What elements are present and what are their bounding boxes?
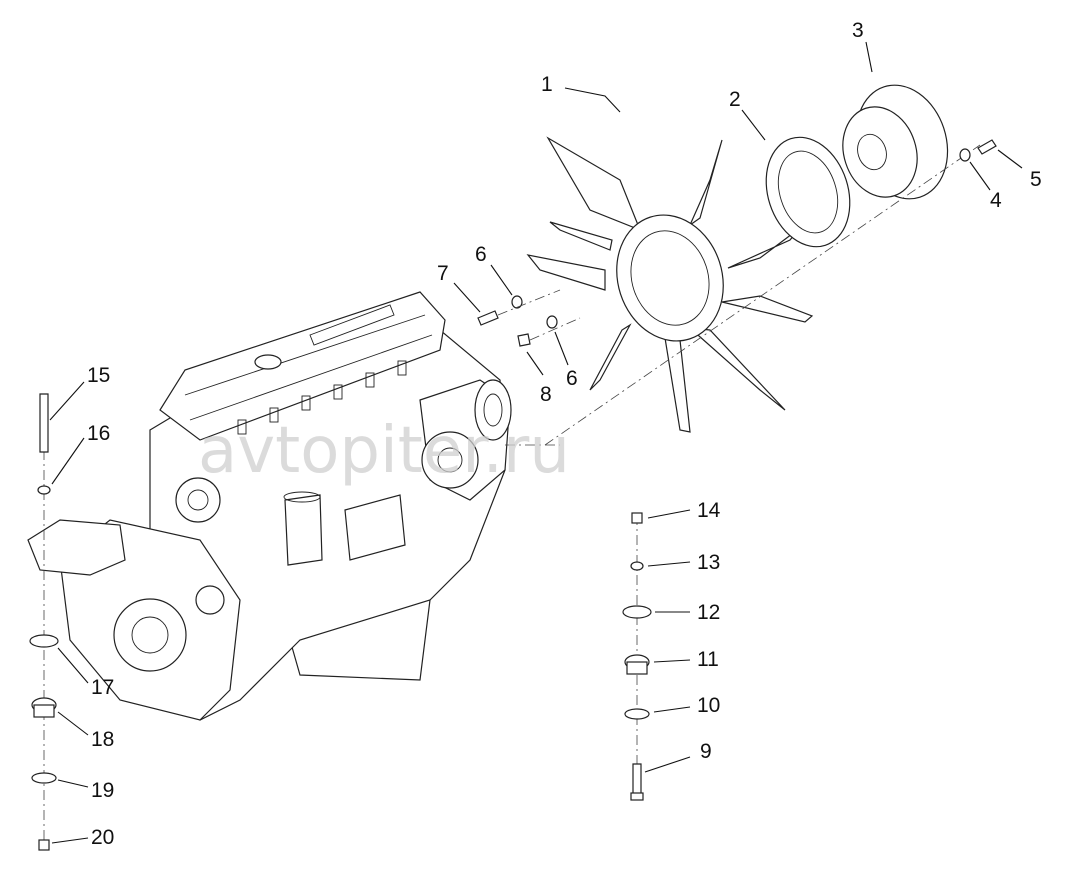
callout-6a: 6	[475, 243, 487, 266]
callout-18: 18	[91, 728, 114, 751]
leader-lines	[49, 41, 1023, 844]
callout-7: 7	[437, 262, 449, 285]
fan-clutch	[842, 84, 949, 200]
callout-5: 5	[1030, 168, 1042, 191]
callout-labels: 1 2 3 4 5 6 6 7 8 9 10 11 12 13 14 15 16…	[87, 19, 1042, 849]
callout-6b: 6	[566, 367, 578, 390]
callout-19: 19	[91, 779, 114, 802]
engine-assembly	[27, 291, 560, 850]
callout-3: 3	[852, 19, 864, 42]
fan-axis-line	[544, 144, 981, 446]
fasteners	[29, 139, 997, 851]
callout-17: 17	[91, 676, 114, 699]
cooling-fan	[526, 136, 814, 433]
callout-9: 9	[700, 740, 712, 763]
callout-16: 16	[87, 422, 110, 445]
callout-10: 10	[697, 694, 720, 717]
callout-15: 15	[87, 364, 110, 387]
callout-8: 8	[540, 383, 552, 406]
spacer-ring	[765, 136, 851, 248]
callout-13: 13	[697, 551, 720, 574]
callout-2: 2	[729, 88, 741, 111]
watermark-text: avtopiter.ru	[198, 414, 570, 488]
callout-12: 12	[697, 601, 720, 624]
callout-20: 20	[91, 826, 114, 849]
callout-11: 11	[697, 648, 719, 671]
callout-1: 1	[541, 73, 553, 96]
callout-4: 4	[990, 189, 1002, 212]
callout-14: 14	[697, 499, 721, 522]
